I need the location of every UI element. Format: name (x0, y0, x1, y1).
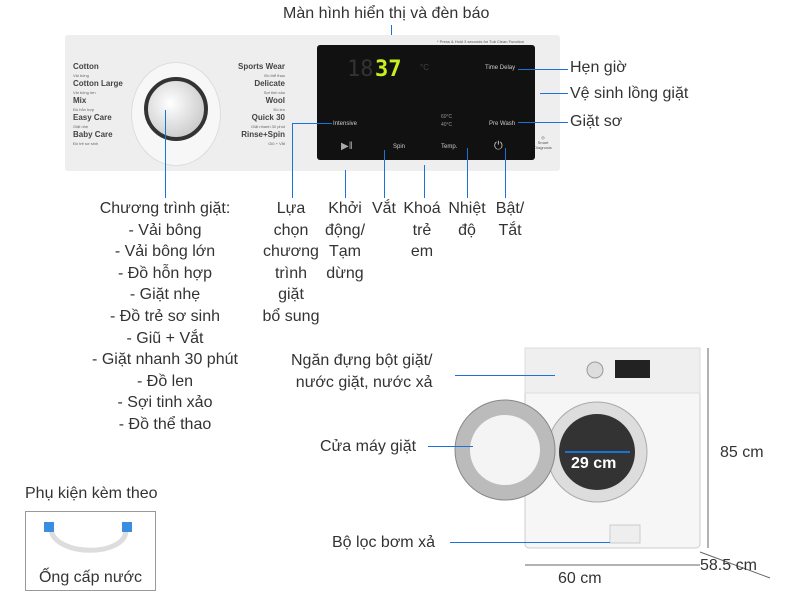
label-spin: Vắt (371, 200, 396, 217)
label-tub-clean: Vệ sinh lồng giặt (570, 85, 689, 102)
spin-button[interactable]: Spin (393, 144, 406, 150)
dim-depth: 58.5 cm (700, 557, 757, 574)
temp-button[interactable]: Temp. (441, 144, 458, 150)
dial-knob[interactable] (144, 77, 208, 141)
pre-wash-button[interactable]: Pre Wash (489, 121, 516, 127)
label-filter: Bộ lọc bơm xả (332, 534, 435, 551)
display-digits: 37 (375, 57, 402, 82)
intensive-button[interactable]: Intensive (333, 121, 358, 127)
display-dim-digits: 18 (347, 57, 374, 82)
smart-diagnosis: ◎Smart Diagnosis (534, 135, 552, 150)
label-timer: Hẹn giờ (570, 59, 627, 76)
accessory-box: Ống cấp nước (25, 511, 156, 591)
power-icon[interactable]: ⏻ (494, 140, 503, 152)
accessories-heading: Phụ kiện kèm theo (25, 485, 158, 502)
label-door: Cửa máy giặt (320, 438, 417, 455)
label-detergent-drawer: Ngăn đựng bột giặt/nước giặt, nước xả (291, 352, 433, 391)
program-list: Chương trình giặt: - Vải bông- Vải bông … (92, 200, 238, 433)
play-pause-icon[interactable]: ▶‖ (341, 141, 353, 152)
dim-height: 85 cm (720, 444, 764, 461)
dim-door: 29 cm (571, 455, 617, 472)
washing-machine-illustration (454, 347, 771, 579)
tub-clean-note: * Press & Hold 3 seconds for Tub Clean F… (437, 39, 524, 44)
label-prewash: Giặt sơ (570, 113, 623, 130)
display-title: Màn hình hiển thị và đèn báo (283, 5, 490, 22)
display-unit: °C (420, 63, 429, 72)
water-hose-image (44, 522, 132, 553)
accessory-label: Ống cấp nước (38, 569, 143, 586)
label-power: Bật/Tắt (495, 200, 525, 239)
program-dial[interactable] (131, 62, 221, 166)
dim-width: 60 cm (558, 570, 602, 587)
time-delay-button[interactable]: Time Delay (485, 65, 516, 71)
